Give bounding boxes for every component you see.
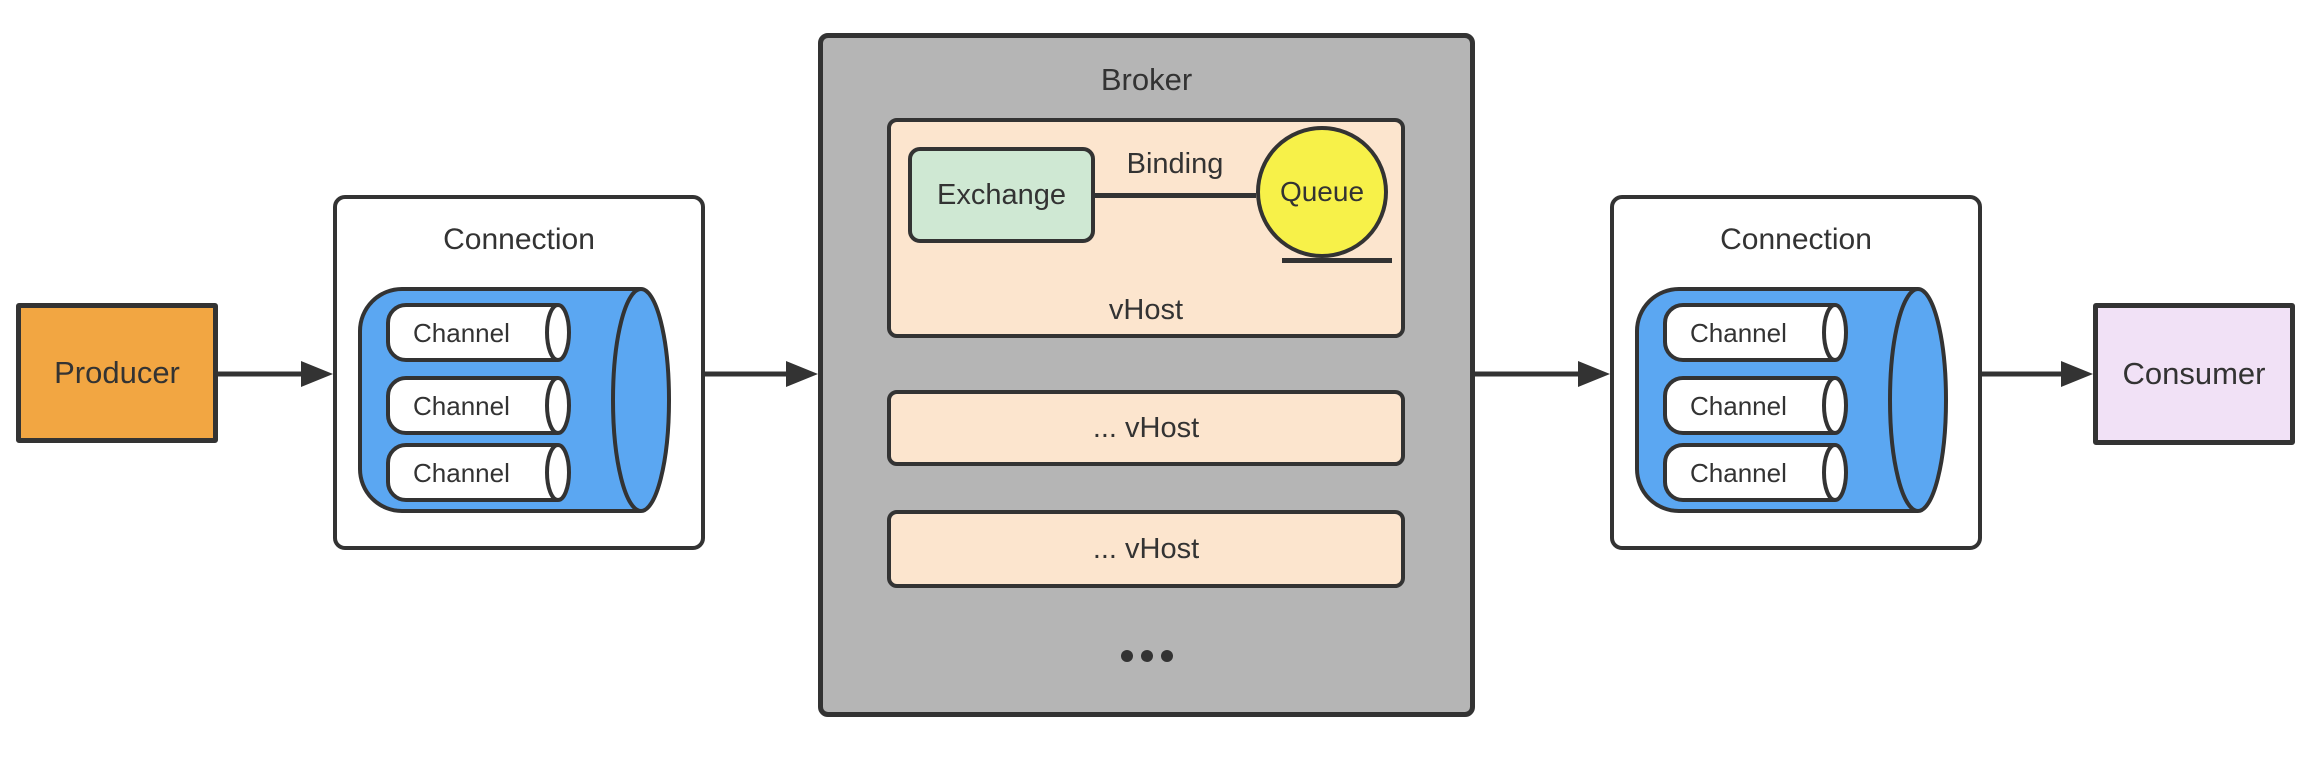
exchange-label: Exchange: [937, 178, 1066, 211]
cylinder-face: [611, 287, 671, 513]
channel-label: Channel: [1690, 458, 1787, 488]
broker-box: Broker Exchange Binding Queue vHost ... …: [818, 33, 1475, 717]
consumer-box: Consumer: [2093, 303, 2295, 445]
vhost-row-label: ... vHost: [1092, 411, 1200, 444]
channel-tube: [386, 376, 558, 435]
channel-label: Channel: [413, 318, 510, 348]
channel-label: Channel: [1690, 391, 1787, 421]
ellipsis-dot: [1120, 650, 1133, 662]
vhost-main-label: vHost: [1108, 294, 1184, 326]
connection-right-cylinder: Channel Channel Channel: [1635, 287, 1948, 513]
channel-tube: [1663, 376, 1835, 435]
arrow-connection-to-consumer: [1982, 361, 2093, 387]
arrow-connection-to-broker: [705, 361, 818, 387]
binding-line: [1095, 193, 1256, 198]
channel-tube: [386, 443, 558, 502]
channel-tube: [1663, 303, 1835, 362]
consumer-label: Consumer: [2122, 356, 2266, 391]
channel-tube: [1663, 443, 1835, 502]
channel-tube-face: [1822, 443, 1848, 502]
broker-title: Broker: [1100, 62, 1193, 97]
channel-tube-face: [545, 443, 571, 502]
arrow-producer-to-connection: [218, 361, 333, 387]
producer-label: Producer: [54, 355, 180, 390]
channel-tube: [386, 303, 558, 362]
cylinder-face: [1888, 287, 1948, 513]
channel-label: Channel: [413, 458, 510, 488]
queue-tail-line: [1282, 258, 1392, 263]
channel-label: Channel: [1690, 318, 1787, 348]
exchange-box: Exchange: [908, 147, 1095, 243]
vhost-row-label: ... vHost: [1092, 532, 1200, 565]
channel-label: Channel: [413, 391, 510, 421]
more-vhosts-ellipsis: [823, 650, 1470, 662]
channel-tube-face: [1822, 376, 1848, 435]
arrow-broker-to-connection: [1475, 361, 1610, 387]
connection-left-cylinder: Channel Channel Channel: [358, 287, 671, 513]
queue-circle: Queue: [1256, 126, 1388, 258]
producer-box: Producer: [16, 303, 218, 443]
channel-tube-face: [545, 303, 571, 362]
connection-left-title: Connection: [443, 223, 595, 256]
channel-tube-face: [545, 376, 571, 435]
channel-tube-face: [1822, 303, 1848, 362]
connection-right-box: Connection Channel Channel Channel: [1610, 195, 1982, 550]
ellipsis-dot: [1140, 650, 1153, 662]
binding-label: Binding: [1126, 148, 1224, 180]
vhost-main-box: Exchange Binding Queue vHost: [887, 118, 1405, 338]
ellipsis-dot: [1160, 650, 1173, 662]
vhost-row: ... vHost: [887, 510, 1405, 588]
queue-label: Queue: [1279, 176, 1365, 207]
vhost-row: ... vHost: [887, 390, 1405, 466]
connection-left-box: Connection Channel Channel Channel: [333, 195, 705, 550]
connection-right-title: Connection: [1720, 223, 1872, 256]
